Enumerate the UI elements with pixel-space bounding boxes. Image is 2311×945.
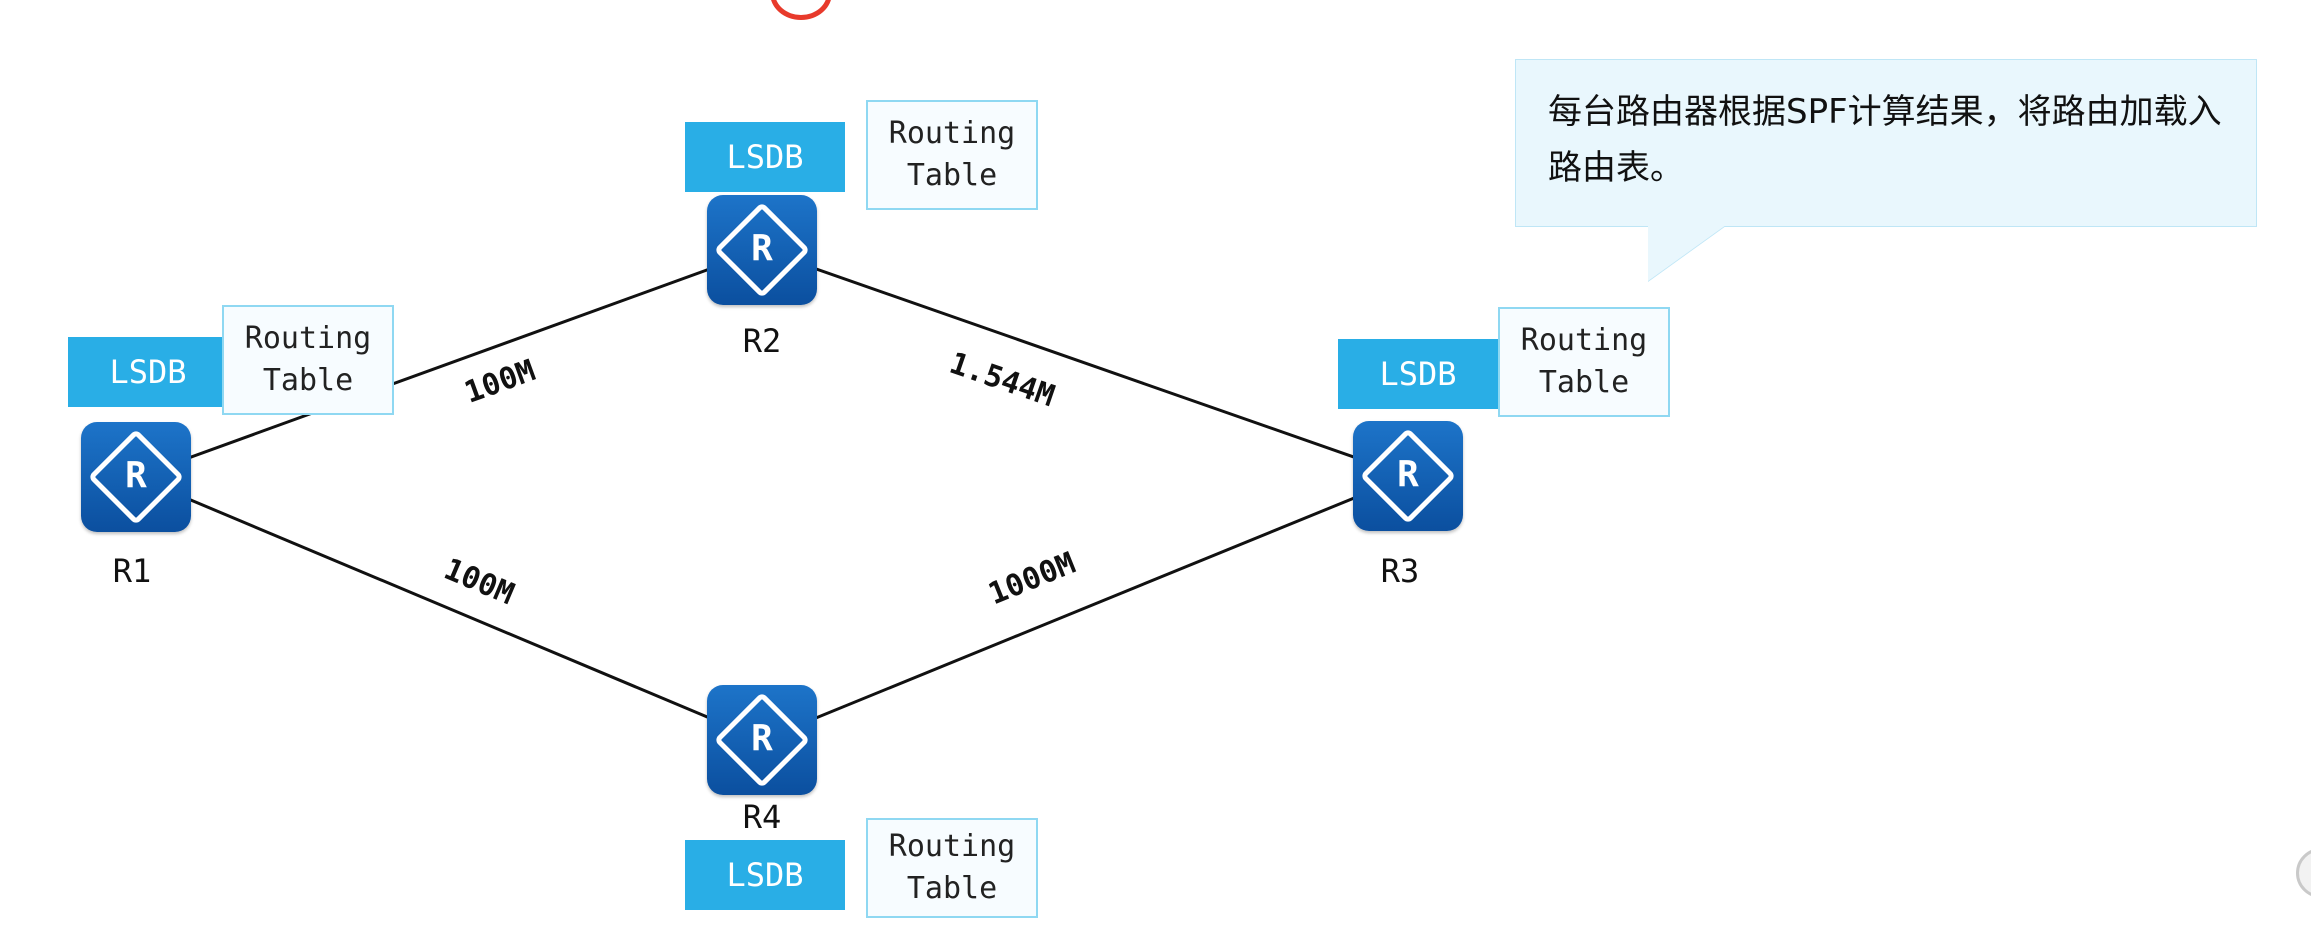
- callout-tail: [1648, 225, 1726, 281]
- link-line-r1-r2: [135, 248, 763, 479]
- router-icon-r1: R: [81, 422, 191, 532]
- callout-note: 每台路由器根据SPF计算结果，将路由加载入路由表。: [1515, 59, 2257, 227]
- routing-table-label-r3: Routing Table: [1520, 323, 1648, 400]
- router-name-r1: R1: [112, 552, 152, 590]
- router-letter-r3: R: [1397, 454, 1419, 496]
- lsdb-box-r3: LSDB: [1338, 339, 1498, 409]
- router-icon-r3: R: [1353, 421, 1463, 531]
- router-icon-r2: R: [707, 195, 817, 305]
- routing-table-box-r3: Routing Table: [1498, 307, 1670, 417]
- lsdb-box-r4: LSDB: [685, 840, 845, 910]
- router-name-r3: R3: [1380, 552, 1420, 590]
- lsdb-box-r2: LSDB: [685, 122, 845, 192]
- router-icon-r4: R: [707, 685, 817, 795]
- router-name-r4: R4: [742, 798, 782, 836]
- link-line-r4-r3: [761, 474, 1409, 742]
- lsdb-box-r1: LSDB: [68, 337, 228, 407]
- link-line-r1-r4: [135, 475, 763, 742]
- routing-table-box-r4: Routing Table: [866, 818, 1038, 918]
- router-letter-r4: R: [751, 718, 773, 760]
- routing-table-label-r2: Routing Table: [888, 116, 1016, 193]
- router-name-r2: R2: [742, 322, 782, 360]
- link-line-r2-r3: [761, 248, 1409, 478]
- routing-table-box-r1: Routing Table: [222, 305, 394, 415]
- router-letter-r1: R: [125, 455, 147, 497]
- routing-table-label-r1: Routing Table: [244, 321, 372, 398]
- routing-table-box-r2: Routing Table: [866, 100, 1038, 210]
- routing-table-label-r4: Routing Table: [888, 829, 1016, 906]
- router-letter-r2: R: [751, 228, 773, 270]
